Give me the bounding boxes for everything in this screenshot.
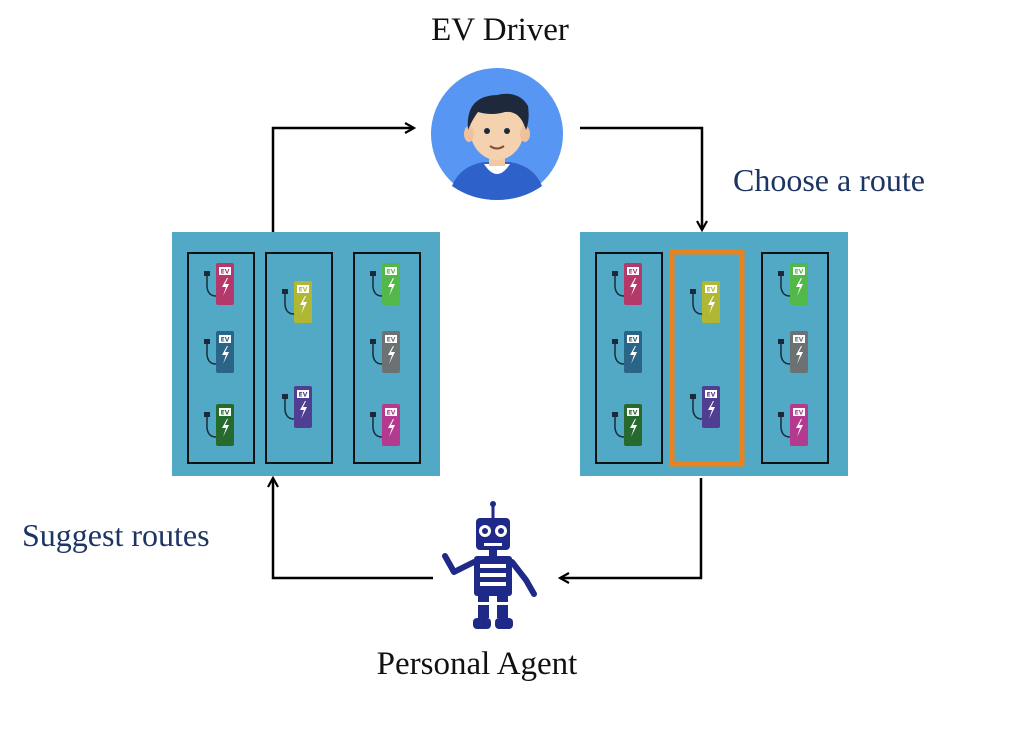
selected-route-column: EV EV xyxy=(669,249,745,467)
ev-badge-text: EV xyxy=(707,392,716,399)
ev-badge-text: EV xyxy=(795,269,804,276)
ev-charger-icon: EV xyxy=(370,263,400,305)
ev-charger-icon: EV xyxy=(612,263,642,305)
route-column: EV EV EV xyxy=(187,252,255,464)
ev-driver-label: EV Driver xyxy=(431,12,569,48)
personal-agent-label: Personal Agent xyxy=(376,646,578,682)
route-column-frame xyxy=(187,252,255,464)
driver-avatar-icon xyxy=(431,68,563,200)
ev-charger-icon: EV xyxy=(612,331,642,373)
ev-badge-text: EV xyxy=(387,269,396,276)
route-column-frame xyxy=(595,252,663,464)
ev-charger-icon: EV xyxy=(690,386,720,428)
ev-badge-text: EV xyxy=(629,337,638,344)
ev-badge-text: EV xyxy=(221,269,230,276)
robot-icon xyxy=(442,501,537,629)
route-column: EV EV EV xyxy=(761,252,829,464)
ev-charger-icon: EV xyxy=(282,281,312,323)
choose-route-label: Choose a route xyxy=(733,162,925,198)
arrow-agent-to-panel xyxy=(273,478,433,580)
ev-badge-text: EV xyxy=(629,269,638,276)
ev-charger-icon: EV xyxy=(282,386,312,428)
route-panel-suggested-routes: EV EV EV EV EV EV EV EV xyxy=(172,232,440,476)
arrow-panel-to-driver xyxy=(271,128,414,232)
ev-badge-text: EV xyxy=(387,410,396,417)
ev-charger-icon: EV xyxy=(204,404,234,446)
suggest-routes-label: Suggest routes xyxy=(22,517,210,553)
ev-charger-icon: EV xyxy=(204,263,234,305)
ev-badge-text: EV xyxy=(299,392,308,399)
ev-badge-text: EV xyxy=(707,287,716,294)
ev-badge-text: EV xyxy=(795,410,804,417)
ev-badge-text: EV xyxy=(299,287,308,294)
ev-charger-icon: EV xyxy=(370,331,400,373)
route-column-frame xyxy=(265,252,333,464)
route-column-frame xyxy=(353,252,421,464)
arrow-panel-to-agent xyxy=(560,478,703,578)
route-column-frame xyxy=(761,252,829,464)
ev-charger-icon: EV xyxy=(778,331,808,373)
ev-badge-text: EV xyxy=(795,337,804,344)
ev-badge-text: EV xyxy=(629,410,638,417)
ev-charger-icon: EV xyxy=(204,331,234,373)
arrow-driver-to-panel xyxy=(580,126,702,230)
route-highlight-frame xyxy=(669,249,745,467)
ev-charger-icon: EV xyxy=(370,404,400,446)
route-column: EV EV EV xyxy=(353,252,421,464)
ev-badge-text: EV xyxy=(387,337,396,344)
ev-badge-text: EV xyxy=(221,337,230,344)
ev-charger-icon: EV xyxy=(778,263,808,305)
route-column: EV EV xyxy=(265,252,333,464)
ev-charger-icon: EV xyxy=(778,404,808,446)
ev-charger-icon: EV xyxy=(690,281,720,323)
route-panels: EV EV EV EV EV EV EV EV EV EV EV EV EV EV EV EV xyxy=(172,232,848,476)
ev-charger-icon: EV xyxy=(612,404,642,446)
ev-badge-text: EV xyxy=(221,410,230,417)
route-panel-chosen-route: EV EV EV EV EV EV EV EV xyxy=(580,232,848,476)
route-column: EV EV EV xyxy=(595,252,663,464)
